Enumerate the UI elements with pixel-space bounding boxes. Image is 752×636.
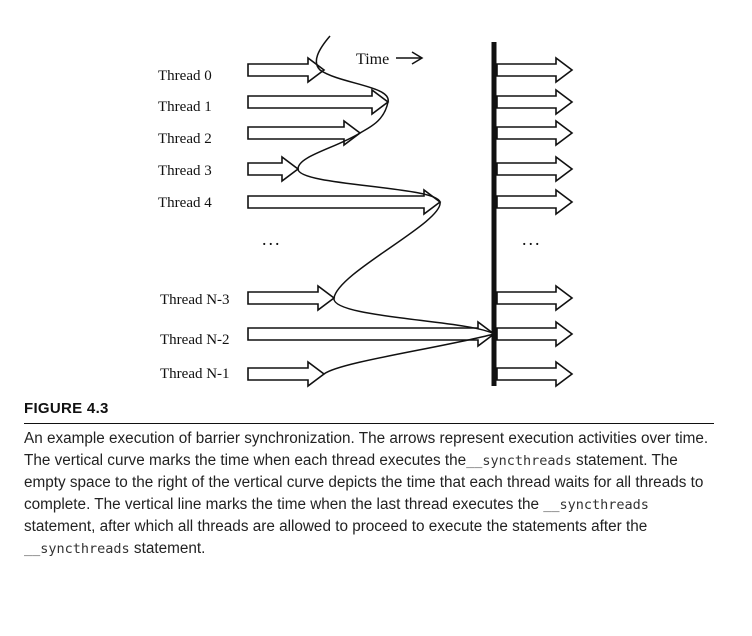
execution-arrow (247, 284, 336, 312)
sync-curve (297, 35, 496, 375)
execution-arrow (247, 56, 326, 84)
proceed-arrow (496, 360, 574, 388)
caption-text: statement. The empty space to the right … (24, 452, 704, 513)
proceed-arrow (496, 88, 574, 116)
code-syncthreads: __syncthreads (24, 541, 130, 557)
caption-block: FIGURE 4.3 An example execution of barri… (24, 400, 714, 560)
thread-label: Thread N-1 (160, 366, 230, 382)
execution-arrow (247, 360, 326, 388)
thread-label: Thread 3 (158, 163, 212, 179)
time-arrow-icon (396, 51, 424, 65)
caption-text: An example execution of barrier synchron… (24, 430, 709, 469)
caption-text: statement, after which all threads are a… (24, 518, 648, 535)
execution-arrow (247, 188, 442, 216)
figure-label: FIGURE 4.3 (24, 400, 714, 424)
code-syncthreads: __syncthreads (466, 453, 572, 469)
proceed-arrow (496, 284, 574, 312)
proceed-arrow (496, 155, 574, 183)
proceed-arrow (496, 119, 574, 147)
execution-arrow (247, 320, 496, 348)
thread-label: Thread 0 (158, 68, 212, 84)
right-ellipsis: ... (522, 229, 542, 249)
execution-arrow (247, 88, 390, 116)
thread-label: Thread N-3 (160, 292, 230, 308)
proceed-arrow (496, 56, 574, 84)
barrier-sync-diagram: Time Thread 0 Thread 1 Thread 2 Thread 3… (158, 35, 574, 388)
code-syncthreads: __syncthreads (543, 497, 649, 513)
proceed-arrow (496, 188, 574, 216)
proceed-arrow (496, 320, 574, 348)
thread-label: Thread 1 (158, 99, 212, 115)
thread-label: Thread 4 (158, 195, 212, 211)
execution-arrow (247, 119, 362, 147)
thread-label: Thread N-2 (160, 332, 230, 348)
thread-label: Thread 2 (158, 131, 212, 147)
time-label: Time (356, 51, 389, 68)
figure-caption: An example execution of barrier synchron… (24, 428, 714, 560)
execution-arrow (247, 155, 300, 183)
left-ellipsis: ... (262, 229, 282, 249)
caption-text: statement. (133, 540, 206, 557)
